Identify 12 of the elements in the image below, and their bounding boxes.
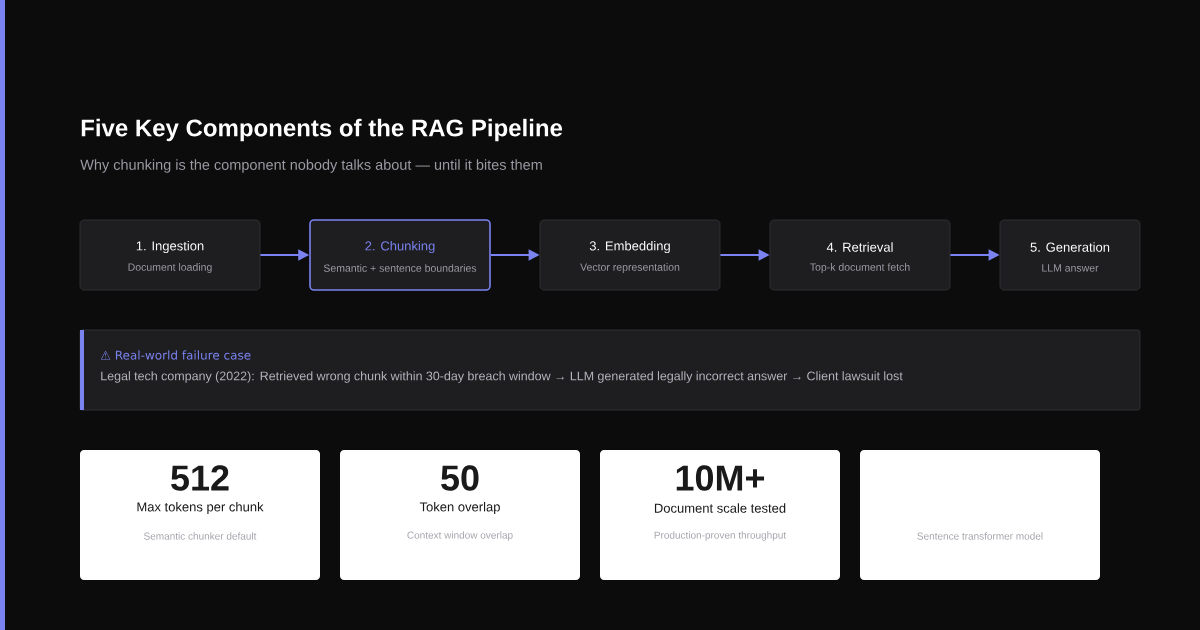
title: Five Key Components of the RAG Pipeline	[81, 118, 563, 142]
process-box: 2. Chunking Semantic + sentence boundaries	[309, 219, 491, 291]
stat-card: 50 Token overlap Context window overlap	[340, 450, 580, 580]
process-box: 5. Generation LLM answer	[999, 219, 1141, 291]
alert-box: ⚠ Real-world failure case Legal tech company (2022): Retrieved wrong chunk within 30-day breach window → LLM generated legally incorrect answer → Client lawsuit lost	[79, 329, 1141, 411]
process-box: 4. Retrieval Top-k document fetch	[769, 219, 951, 291]
stat-card: 512 Max tokens per chunk Semantic chunker default	[80, 450, 320, 580]
process-box: 3. Embedding Vector representation	[539, 219, 721, 291]
stat-card: 10M+ Document scale tested Production-proven throughput	[600, 450, 840, 580]
stat-card: Sentence transformer model	[860, 450, 1100, 580]
subtitle: Why chunking is the component nobody talks about — until it bites them	[80, 159, 542, 173]
process-box: 1. Ingestion Document loading	[79, 219, 261, 291]
